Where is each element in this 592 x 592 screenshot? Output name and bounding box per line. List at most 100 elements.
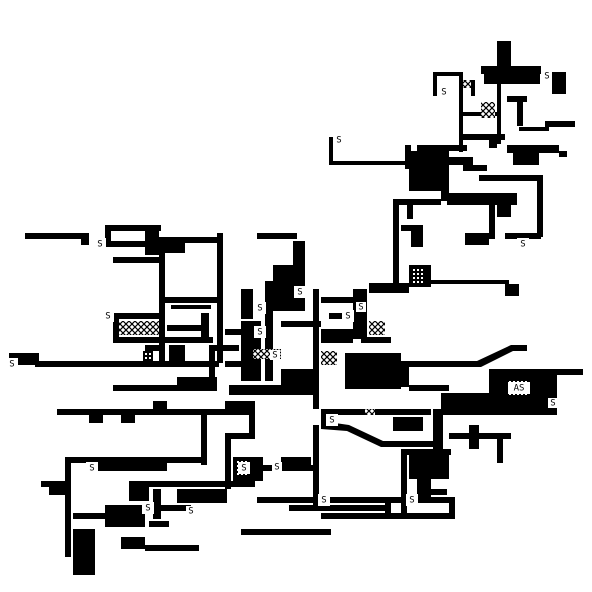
wall	[409, 449, 449, 479]
cluster-center	[113, 233, 527, 409]
station-marker: S	[544, 72, 549, 82]
hatch	[143, 351, 153, 361]
wall	[113, 257, 163, 263]
station-markers: S S S S S S S S S S S S S S S S S	[6, 71, 558, 517]
wall	[449, 497, 455, 519]
wall	[449, 157, 473, 165]
wall	[225, 401, 255, 415]
wall	[225, 329, 241, 335]
wall	[249, 409, 255, 437]
wall	[463, 165, 487, 171]
wall	[433, 72, 463, 76]
wall	[329, 137, 333, 165]
wall	[145, 345, 165, 351]
wall	[552, 72, 566, 94]
cluster-upper-middle	[329, 137, 543, 296]
wall	[165, 243, 185, 253]
wall	[129, 481, 149, 501]
wall	[321, 409, 327, 429]
station-marker: S	[272, 351, 277, 361]
station-marker: S	[145, 504, 150, 514]
wall	[171, 305, 211, 309]
station-marker: S	[274, 463, 279, 473]
wall	[225, 433, 255, 439]
wall	[313, 289, 319, 409]
wall	[385, 497, 391, 519]
hatch	[463, 80, 471, 88]
wall	[559, 151, 567, 157]
wall	[105, 505, 145, 527]
wall	[209, 345, 239, 351]
station-marker: S	[257, 304, 262, 314]
wall	[201, 313, 209, 343]
wall	[507, 145, 559, 153]
wall	[169, 345, 185, 361]
wall	[401, 513, 451, 519]
wall	[345, 353, 401, 389]
wall	[519, 127, 549, 131]
wall	[167, 325, 207, 331]
wall	[497, 41, 511, 68]
wall	[89, 409, 103, 423]
wall	[105, 225, 161, 231]
wall	[73, 513, 105, 519]
wall	[489, 199, 495, 239]
wall	[321, 409, 431, 415]
hatch	[481, 102, 495, 118]
wall	[57, 409, 167, 415]
wall	[505, 284, 519, 296]
hatch	[119, 321, 159, 335]
wall	[265, 281, 273, 381]
wall	[257, 233, 297, 239]
wall	[459, 112, 463, 152]
wall	[149, 521, 169, 527]
wall	[153, 401, 167, 415]
station-marker: S	[97, 240, 102, 250]
wall	[105, 225, 111, 247]
station-marker: S	[188, 507, 193, 517]
wall	[65, 457, 71, 557]
wall	[401, 361, 409, 387]
wall	[433, 72, 437, 96]
wall	[441, 393, 489, 415]
wall	[537, 175, 543, 237]
wall-diagonal	[321, 421, 441, 447]
wall	[401, 361, 481, 367]
cluster-lower-left	[41, 401, 331, 575]
wall	[369, 283, 409, 293]
wall	[293, 241, 305, 311]
wall	[497, 439, 503, 463]
station-marker: S	[441, 88, 446, 98]
wall	[329, 313, 353, 319]
wall	[281, 457, 311, 465]
wall	[469, 425, 479, 449]
wall	[145, 545, 199, 551]
station-marker: S	[241, 464, 246, 474]
wall	[313, 425, 319, 505]
wall	[73, 529, 95, 575]
wall	[484, 74, 540, 84]
station-marker: S	[550, 399, 555, 409]
wall-diagonal	[477, 345, 527, 367]
station-marker: S	[89, 464, 94, 474]
wall	[481, 66, 541, 74]
wall	[461, 134, 505, 140]
station-marker: S	[321, 496, 326, 506]
wall	[167, 409, 227, 415]
wall	[257, 497, 317, 503]
wall	[145, 225, 159, 255]
wall	[471, 80, 475, 96]
wall	[465, 233, 489, 245]
hatch	[365, 409, 375, 415]
wall	[97, 457, 167, 471]
wall	[417, 477, 431, 497]
wall	[405, 145, 411, 169]
station-marker: S	[257, 328, 262, 338]
wall	[353, 289, 367, 339]
wall	[459, 72, 463, 112]
wall	[281, 369, 317, 385]
wall	[241, 289, 253, 319]
hatch	[321, 351, 337, 365]
